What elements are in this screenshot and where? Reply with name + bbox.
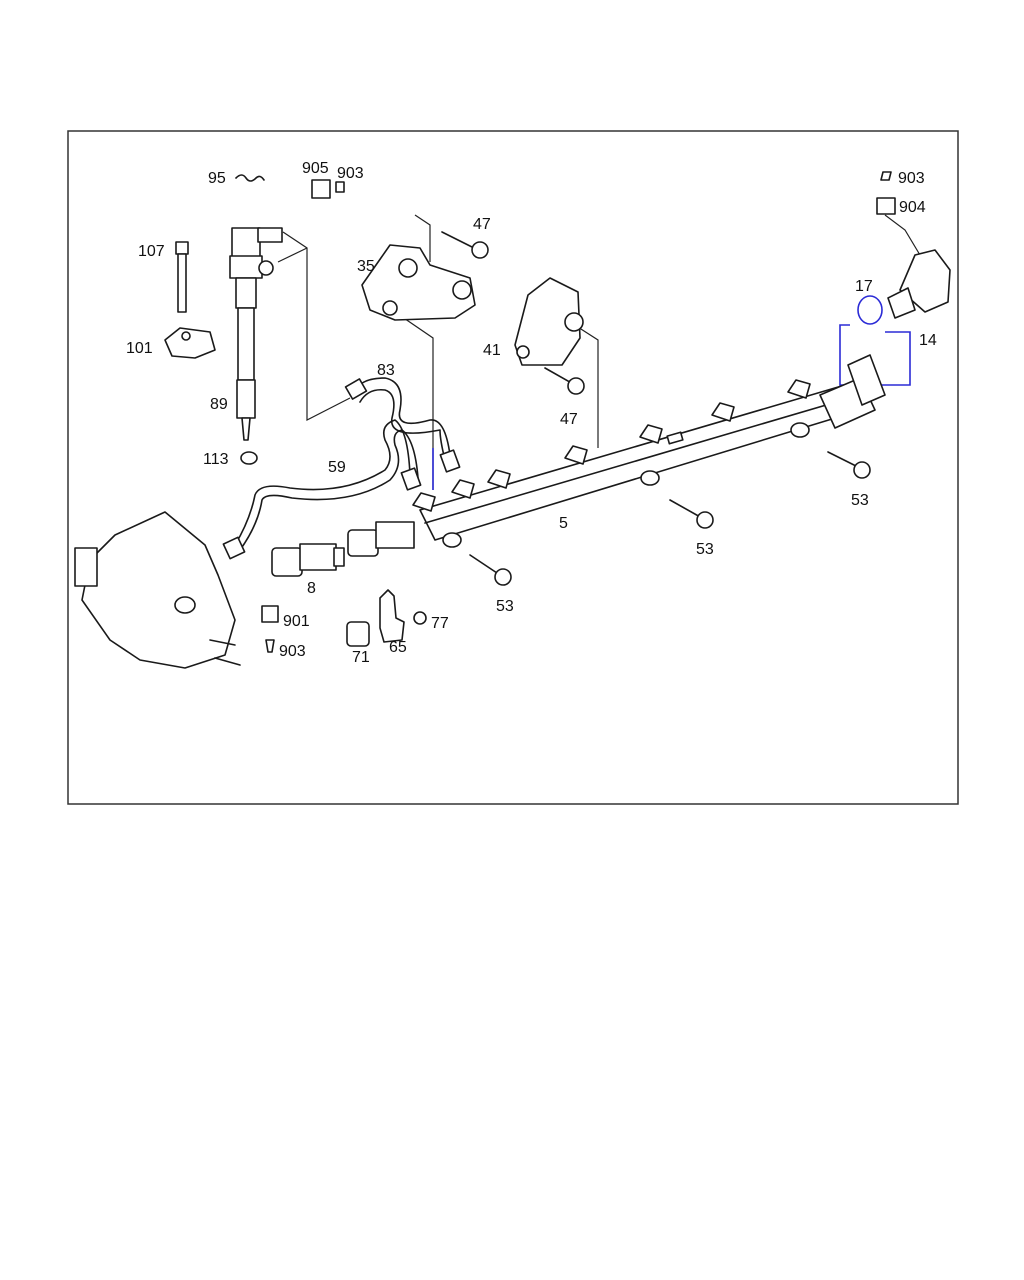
label-71: 71 (352, 649, 370, 666)
seal-ring-113 (240, 451, 258, 465)
label-903-bottom: 903 (279, 643, 306, 660)
connector-905 (311, 179, 345, 199)
label-41: 41 (483, 342, 501, 359)
callout-labels: 95 905 903 107 101 89 113 35 47 83 41 47… (126, 160, 937, 666)
high-pressure-pump (74, 511, 241, 669)
pressure-regulator-14 (857, 249, 951, 325)
fuel-line-59 (222, 419, 422, 560)
connector-904 (876, 171, 896, 215)
label-35: 35 (357, 258, 375, 275)
clamp-101 (164, 327, 216, 359)
label-53-left: 53 (496, 598, 514, 615)
connector-901 (261, 605, 279, 653)
label-107: 107 (138, 243, 165, 260)
screw-77 (413, 611, 427, 625)
pressure-sensor-8 (271, 543, 345, 577)
label-53-middle: 53 (696, 541, 714, 558)
label-14: 14 (919, 332, 937, 349)
rail-ports (412, 379, 811, 512)
bracket-35 (361, 244, 476, 321)
holder-65 (379, 589, 405, 643)
leader-lines (277, 214, 921, 490)
fuel-rail-5 (412, 354, 886, 548)
label-903-right: 903 (898, 170, 925, 187)
label-83: 83 (377, 362, 395, 379)
clip-95 (235, 174, 265, 182)
bolt-107 (175, 241, 189, 313)
label-89: 89 (210, 396, 228, 413)
label-95: 95 (208, 170, 226, 187)
label-59: 59 (328, 459, 346, 476)
rail-sensor (347, 521, 415, 557)
label-901: 901 (283, 613, 310, 630)
label-904: 904 (899, 199, 926, 216)
label-8: 8 (307, 580, 316, 597)
label-5: 5 (559, 515, 568, 532)
label-905: 905 (302, 160, 329, 177)
label-65: 65 (389, 639, 407, 656)
label-47-top: 47 (473, 216, 491, 233)
bolts-53 (469, 451, 871, 586)
diagram-frame (67, 130, 959, 805)
label-113: 113 (203, 451, 229, 468)
label-77: 77 (431, 615, 449, 632)
sleeve-71 (346, 621, 370, 647)
label-101: 101 (126, 340, 153, 357)
label-17: 17 (855, 278, 873, 295)
bolts-47 (441, 231, 585, 395)
label-47-bottom: 47 (560, 411, 578, 428)
fuel-line-83 (344, 377, 461, 473)
bracket-41 (514, 277, 584, 366)
injector-89 (229, 227, 283, 441)
label-53-right: 53 (851, 492, 869, 509)
label-903-top: 903 (337, 165, 364, 182)
